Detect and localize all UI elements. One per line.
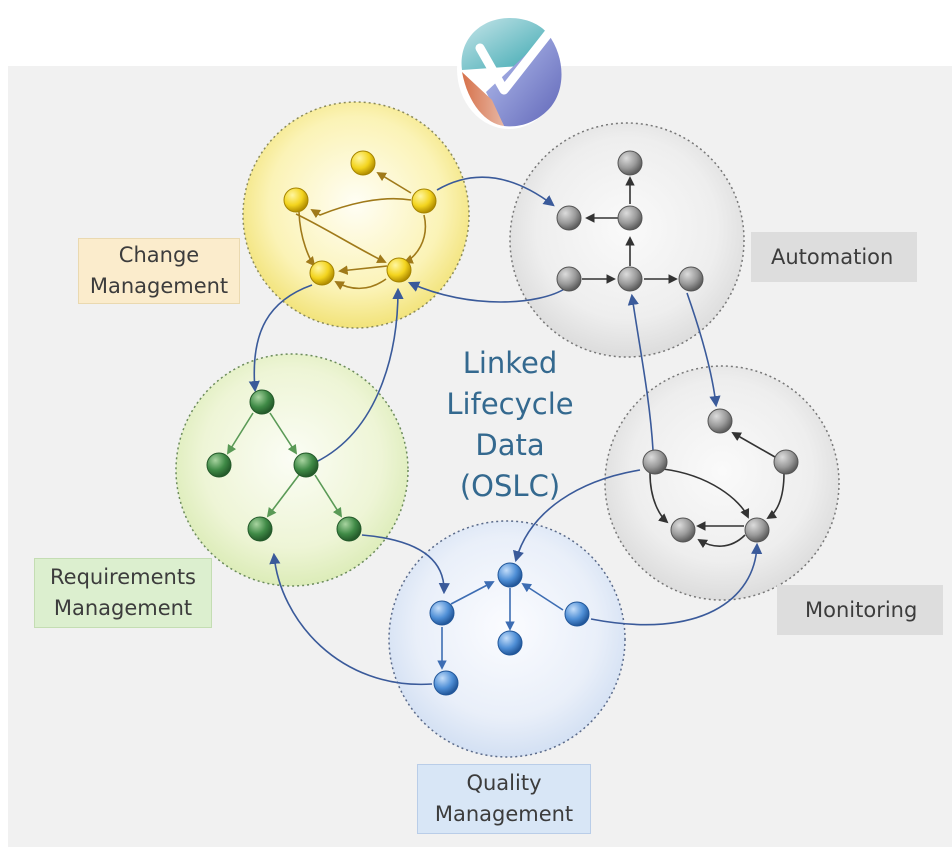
link-monitoring-to-quality [513,469,641,563]
node [283,187,309,213]
node [617,266,643,292]
node [433,670,459,696]
quality-nodes [429,562,590,696]
requirements-nodes [206,389,362,542]
link-change-to-requirements [248,284,313,393]
node [497,562,523,588]
node [249,389,275,415]
link-requirements-to-change [315,287,404,463]
automation-label: Automation [751,232,917,282]
node [617,150,643,176]
link-monitoring-to-automation [627,293,654,451]
node [309,260,335,286]
node [293,452,319,478]
change-management-label: Change Management [78,238,240,304]
link-change-to-automation [436,176,555,207]
monitoring-circle [604,365,840,601]
node [556,266,582,292]
node [617,205,643,231]
automation-nodes [556,150,704,292]
node [206,452,232,478]
node [556,205,582,231]
requirements-management-label: Requirements Management [34,558,212,628]
node [773,449,799,475]
node [411,188,437,214]
node [497,630,523,656]
node [564,601,590,627]
node [429,600,455,626]
link-automation-to-monitoring [686,292,721,408]
link-automation-to-change [407,281,567,303]
node [350,150,376,176]
monitoring-nodes [642,408,799,543]
link-quality-to-monitoring [590,542,763,626]
link-quality-to-requirements [269,552,433,686]
node [247,516,273,542]
oslc-logo-icon [457,9,562,129]
change-management-nodes [283,150,437,286]
cross-domain-links [248,176,763,686]
node [744,517,770,543]
change-management-circle [242,101,470,329]
quality-edges [437,581,564,670]
node [670,517,696,543]
node [707,408,733,434]
node [336,516,362,542]
automation-edges [582,176,678,284]
requirements-edges [226,412,343,518]
link-requirements-to-quality [361,534,450,595]
quality-management-label: Quality Management [417,764,591,834]
monitoring-label: Monitoring [777,585,943,635]
monitoring-edges [649,432,785,549]
node [386,257,412,283]
change-management-edges [295,172,427,290]
center-title: Linked Lifecycle Data (OSLC) [446,346,574,503]
node [642,449,668,475]
node [678,266,704,292]
